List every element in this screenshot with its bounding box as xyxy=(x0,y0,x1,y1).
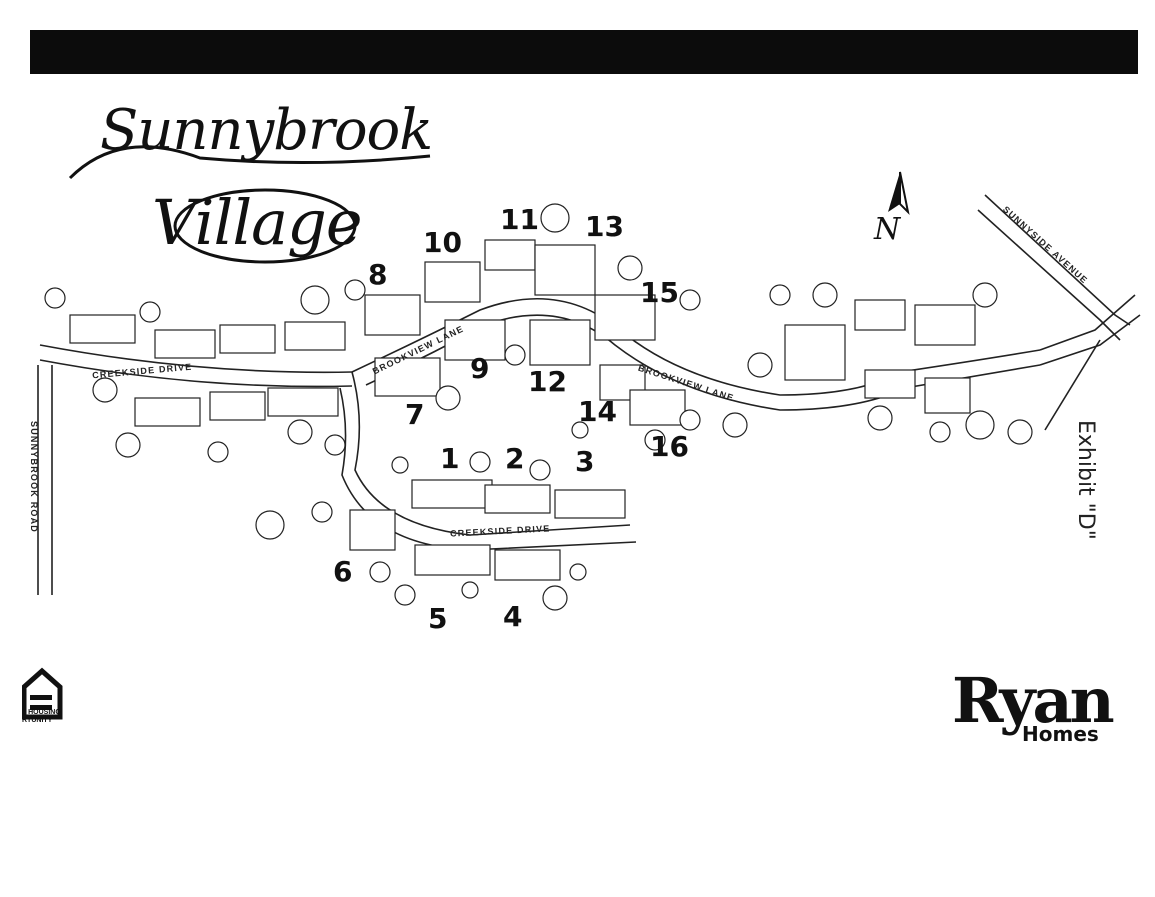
ryan-logo: Ryan xyxy=(952,664,1115,737)
lot-number-11: 11 xyxy=(500,203,539,236)
lot-number-5: 5 xyxy=(428,602,448,635)
equal-housing-icon xyxy=(22,667,63,720)
logo-swash xyxy=(68,145,431,264)
lot-number-3: 3 xyxy=(575,445,595,478)
lot-number-14: 14 xyxy=(578,395,617,428)
lot-number-9: 9 xyxy=(470,352,490,385)
lot-number-4: 4 xyxy=(503,600,523,633)
lot-number-1: 1 xyxy=(440,442,460,475)
sunnybrook-village-logo: Sunnybrook Village xyxy=(60,98,440,278)
building-blocks xyxy=(69,239,976,581)
equal-housing-text: L HOUSING RTUNITY xyxy=(22,709,61,725)
tree-symbols xyxy=(44,203,1033,611)
lot-number-10: 10 xyxy=(423,226,462,259)
equal-housing-line-2: RTUNITY xyxy=(22,717,53,724)
logo-line-2: Village xyxy=(152,186,363,259)
north-label: N xyxy=(874,212,901,247)
exhibit-label: Exhibit "D" xyxy=(1073,420,1098,540)
road-label-sunnybrook-road: SUNNYBROOK ROAD xyxy=(29,420,40,534)
lot-number-13: 13 xyxy=(585,210,624,243)
homes-logo-sub: Homes xyxy=(1022,722,1099,746)
equal-housing-line-1: L HOUSING xyxy=(22,709,61,716)
lot-number-16: 16 xyxy=(650,430,689,463)
lot-number-8: 8 xyxy=(368,258,388,291)
lot-number-7: 7 xyxy=(405,398,425,431)
logo-line-1: Sunnybrook xyxy=(100,98,433,163)
north-arrow-icon xyxy=(888,171,910,216)
header-black-bar xyxy=(30,30,1138,74)
lot-number-12: 12 xyxy=(528,365,567,398)
lot-number-6: 6 xyxy=(333,555,353,588)
lot-number-15: 15 xyxy=(640,276,679,309)
lot-number-2: 2 xyxy=(505,442,525,475)
